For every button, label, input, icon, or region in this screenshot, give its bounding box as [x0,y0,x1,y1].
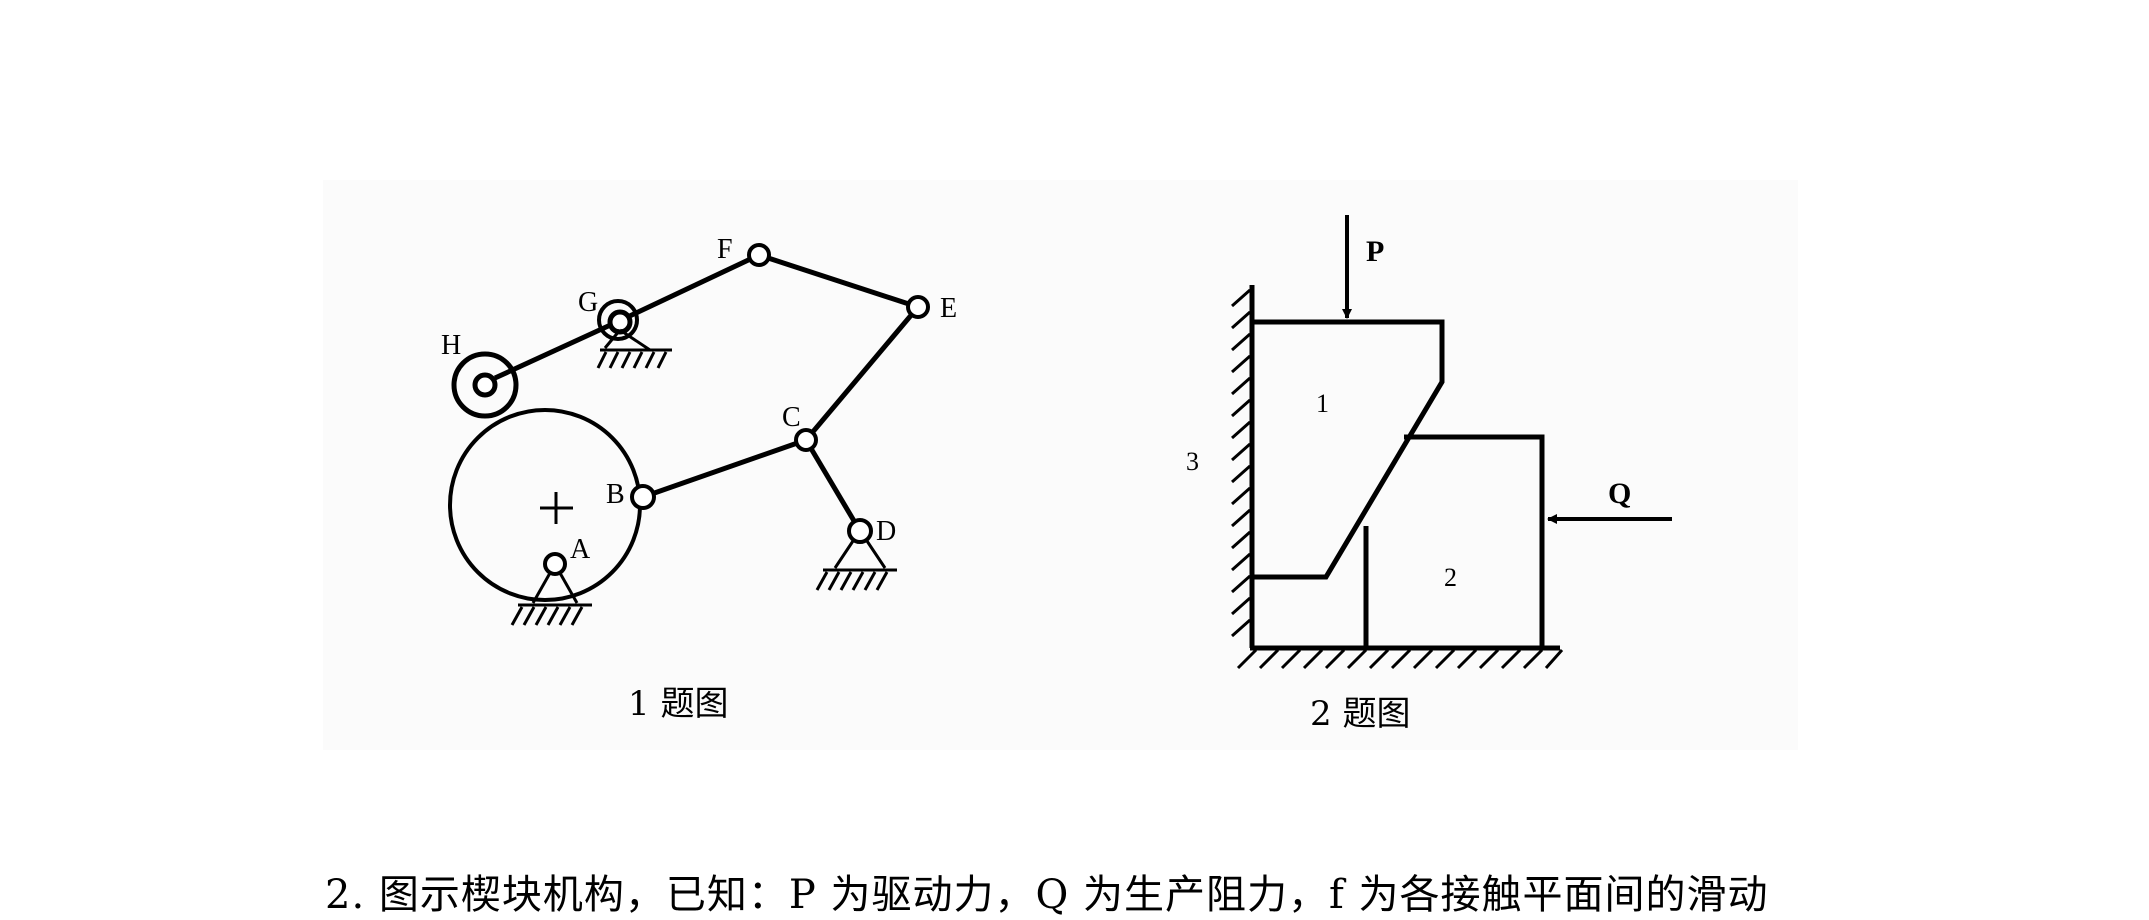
label-c: C [782,402,801,433]
cam-center-cross [540,492,573,524]
joint-a [543,552,567,576]
label-h: H [441,330,461,361]
figure-2-wedge [1231,215,1672,670]
label-a: A [570,534,591,565]
label-g: G [578,287,598,318]
label-f: F [717,234,733,265]
label-b: B [606,479,625,510]
joint-c [794,428,818,452]
ground-a [510,572,592,626]
wall-3-hatch [1231,288,1251,638]
figure-1-labels: F G H E C B A D [441,234,957,565]
joint-d [847,518,873,544]
link-e-c [804,305,920,442]
floor-hatch [1236,648,1564,670]
joint-h [472,372,498,398]
ground-g [596,328,672,369]
link-b-c [642,437,807,500]
ground-d [815,540,897,591]
figures-svg: F G H E C B A D [441,215,1672,670]
block-2-outline [1404,434,1545,648]
label-block-1: 1 [1316,389,1329,418]
joint-g [607,309,633,335]
roller-h-outer [451,351,519,419]
label-d: D [876,516,896,547]
link-c-d [803,438,863,533]
figure-panel [323,180,1798,750]
link-h-g [493,319,619,381]
figure-2-caption: 2 题图 [1310,694,1411,734]
label-block-2: 2 [1444,563,1457,592]
joint-e [906,295,930,319]
link-f-e [758,252,919,310]
label-q: Q [1608,477,1631,510]
joint-f [747,243,771,267]
label-e: E [940,293,957,324]
link-g-f [615,252,761,325]
label-p: P [1366,235,1384,268]
label-wall-3: 3 [1186,447,1199,476]
figure-1-linkage [448,243,930,626]
joint-g-outer [597,299,639,341]
question-text: 2. 图示楔块机构，已知：P 为驱动力，Q 为生产阻力，f 为各接触平面间的滑动 [325,872,1769,918]
joint-b [630,484,656,510]
block-1 [1252,319,1445,580]
figure-2-labels: P Q 1 2 3 [1186,235,1631,592]
figure-1-caption: 1 题图 [628,684,729,724]
